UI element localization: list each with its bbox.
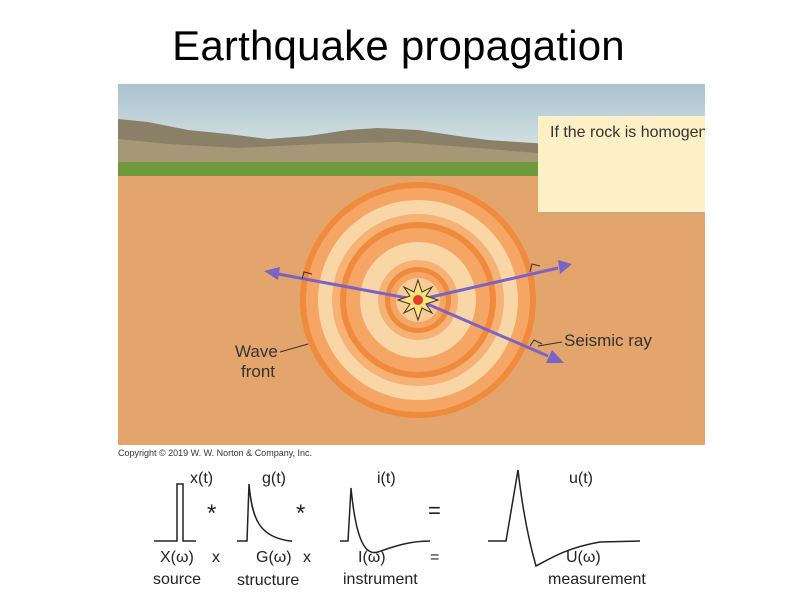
measurement-signal <box>488 469 641 568</box>
convolution-operator-2: * <box>296 500 306 527</box>
seismic-rays <box>264 260 572 363</box>
X-omega-label: X(ω) <box>160 549 194 566</box>
times-operator-2: x <box>303 549 311 566</box>
page-title: Earthquake propagation <box>172 22 625 69</box>
U-omega-label: U(ω) <box>566 549 601 566</box>
copyright: Copyright © 2019 W. W. Norton & Company,… <box>118 448 313 458</box>
I-omega-label: I(ω) <box>358 549 386 566</box>
u-t-label: u(t) <box>569 470 593 487</box>
leader-lines <box>279 341 563 353</box>
instrument-signal <box>340 487 431 554</box>
times-operator-1: x <box>212 549 220 566</box>
structure-label: structure <box>237 572 300 589</box>
right-angle-markers <box>301 263 543 347</box>
source-label: source <box>153 571 202 588</box>
i-t-label: i(t) <box>377 470 396 487</box>
wave-front-label: Wave <box>235 342 278 361</box>
wave-front-label-2: front <box>241 362 276 381</box>
callout-box <box>538 116 705 212</box>
earthquake-illustration: If the rock is homogeneous, wave fronts … <box>118 84 705 445</box>
convolution-operator-1: * <box>207 500 217 527</box>
seismic-ray-label: Seismic ray <box>564 331 652 350</box>
g-t-label: g(t) <box>262 470 286 487</box>
structure-signal <box>237 483 292 542</box>
measurement-label: measurement <box>548 571 646 588</box>
source-signal <box>154 483 196 542</box>
instrument-label: instrument <box>343 571 418 588</box>
equals-top: = <box>428 498 441 523</box>
equals-bottom: = <box>430 549 440 566</box>
G-omega-label: G(ω) <box>256 549 292 566</box>
x-t-label: x(t) <box>190 470 214 487</box>
cross-section-svg <box>118 84 705 445</box>
callout-text: If the rock is homogeneous, wave fronts … <box>550 124 705 141</box>
focus-burst-icon <box>396 278 440 322</box>
